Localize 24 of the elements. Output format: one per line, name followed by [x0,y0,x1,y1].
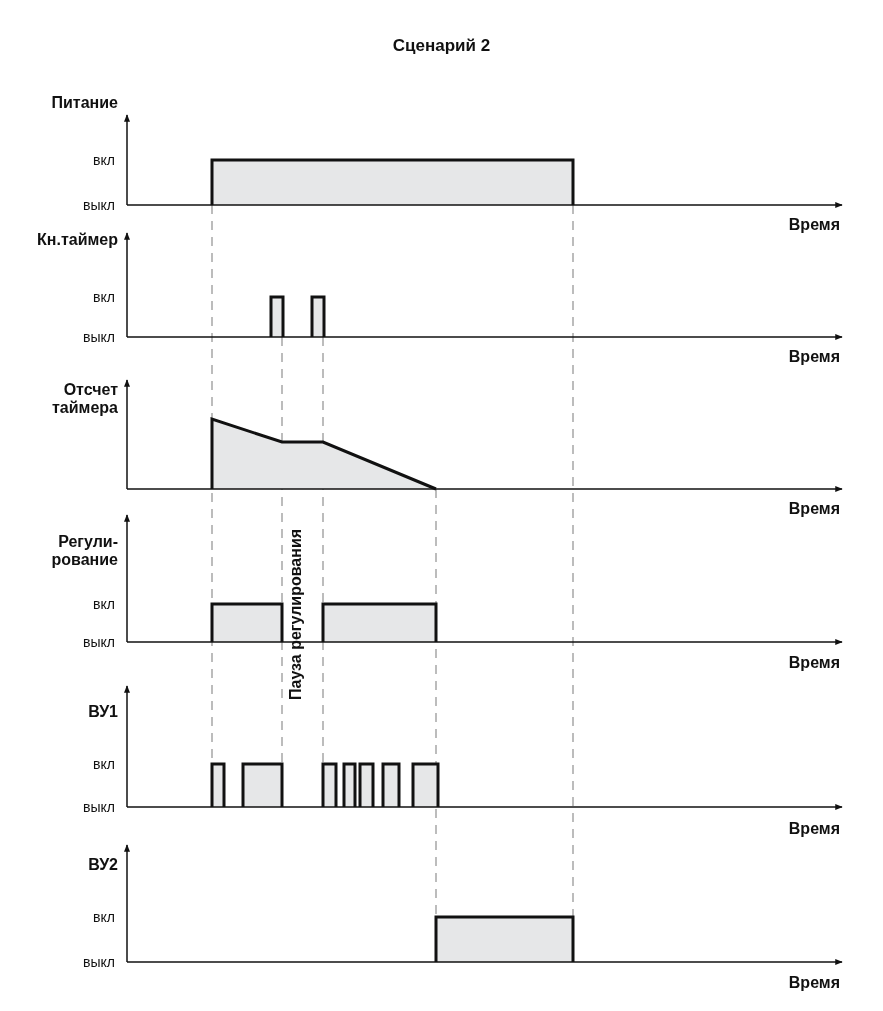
state-label: выкл [83,633,115,651]
signal-name: ВУ1 [88,703,118,721]
state-label: выкл [83,196,115,214]
state-label: вкл [93,288,115,306]
signal-name: Регули- рование [51,533,118,569]
state-label: выкл [83,798,115,816]
chart-title: Сценарий 2 [391,37,492,55]
axis-label: Время [788,820,840,838]
axis-label: Время [788,216,840,234]
state-label: вкл [93,755,115,773]
state-label: вкл [93,151,115,169]
state-label: вкл [93,908,115,926]
signal-name: Отсчет таймера [52,381,118,417]
state-label: вкл [93,595,115,613]
signal-name: Кн.таймер [37,231,118,249]
annotation-text: Пауза регулирования [287,528,305,700]
axis-label: Время [788,348,840,366]
axis-label: Время [788,974,840,992]
axis-label: Время [788,654,840,672]
state-label: выкл [83,953,115,971]
signal-name: Питание [51,94,118,112]
state-label: выкл [83,328,115,346]
axis-label: Время [788,500,840,518]
signal-name: ВУ2 [88,856,118,874]
